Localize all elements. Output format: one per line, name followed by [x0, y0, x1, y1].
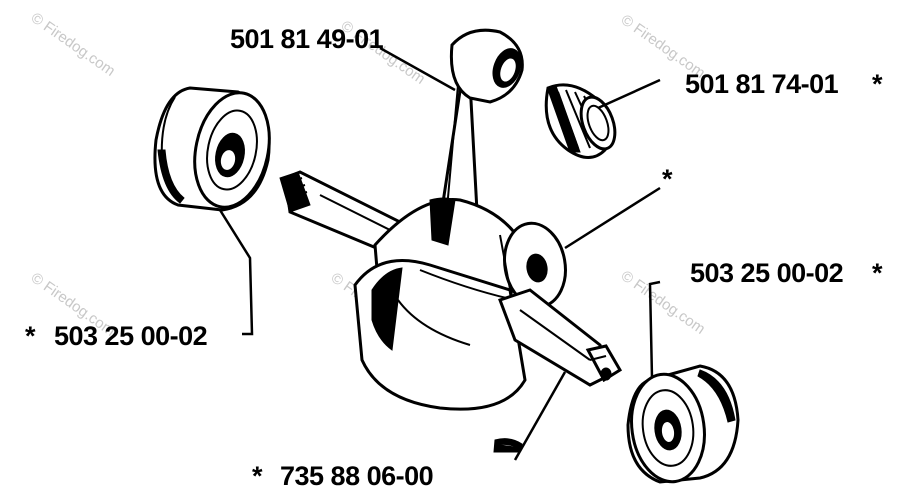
label-needle-bearing-marker: *	[872, 69, 883, 99]
label-bearing-left: 503 25 00-02	[54, 321, 207, 351]
label-bearing-right: 503 25 00-02	[690, 258, 843, 288]
label-bearing-left-marker: *	[25, 321, 36, 351]
right-main-bearing	[626, 364, 740, 484]
label-connecting-rod: 501 81 49-01	[230, 24, 384, 54]
watermark-top-left: © Firedog.com	[28, 9, 119, 79]
left-main-bearing	[153, 86, 271, 212]
label-needle-bearing: 501 81 74-01	[685, 69, 839, 99]
label-key: 735 88 06-00	[280, 461, 433, 491]
leader-lines	[218, 46, 661, 461]
needle-bearing	[544, 83, 617, 159]
label-bearing-right-marker: *	[872, 258, 883, 288]
woodruff-key	[493, 438, 523, 453]
crankshaft	[279, 170, 623, 411]
label-key-marker: *	[252, 461, 263, 491]
part-labels: 501 81 49-01 501 81 74-01 * * 503 25 00-…	[25, 24, 884, 491]
label-crankpin-marker: *	[662, 164, 673, 194]
